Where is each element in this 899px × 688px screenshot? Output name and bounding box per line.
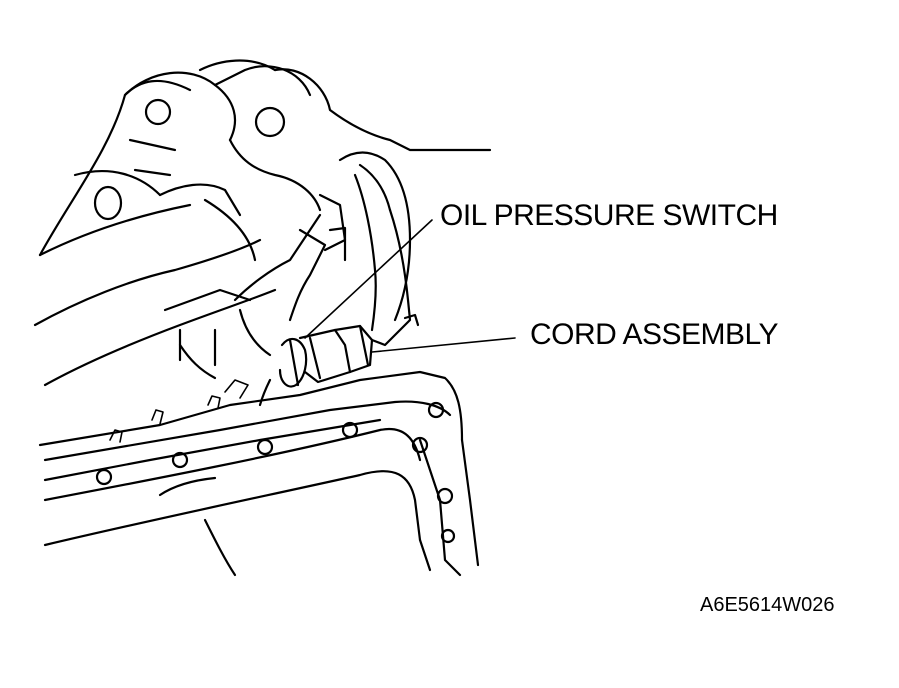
leader-cord-assembly xyxy=(371,337,516,353)
oil-pressure-switch xyxy=(278,328,352,388)
cord-assembly-label: CORD ASSEMBLY xyxy=(530,318,779,351)
leader-oil-pressure-switch xyxy=(304,219,433,339)
oil-pan xyxy=(38,370,480,577)
engine-block xyxy=(33,59,492,387)
cord-assembly xyxy=(258,163,420,407)
oil-pressure-switch-label: OIL PRESSURE SWITCH xyxy=(440,199,778,232)
figure-id: A6E5614W026 xyxy=(700,594,835,616)
leader-lines xyxy=(304,219,516,353)
